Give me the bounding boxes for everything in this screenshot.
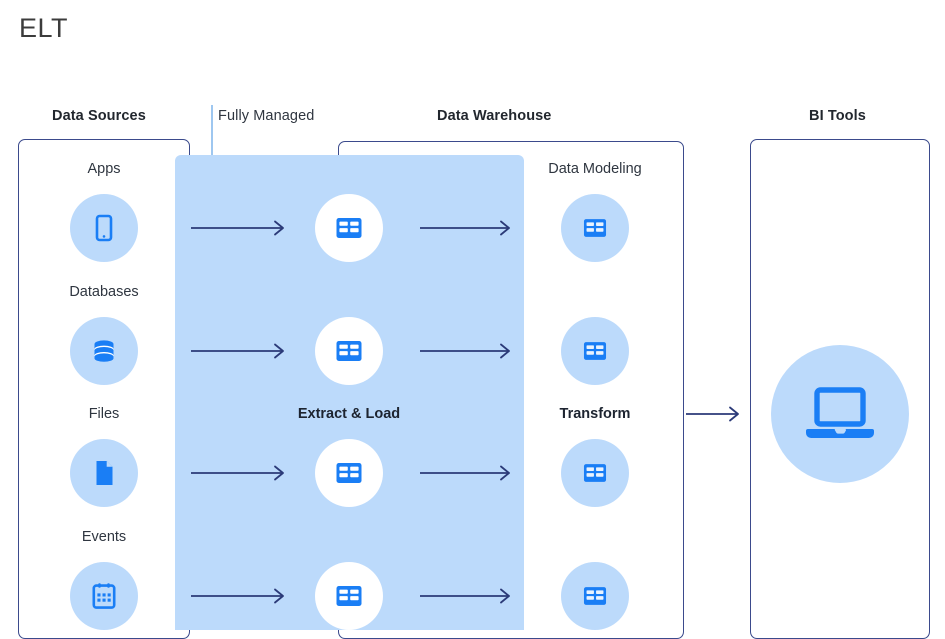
- calendar-icon: [70, 562, 138, 630]
- table-icon-extract-2: [315, 317, 383, 385]
- mobile-phone-icon: [70, 194, 138, 262]
- laptop-icon: [771, 345, 909, 483]
- arrow-right-7: [420, 464, 515, 482]
- table-icon-warehouse-3: [561, 439, 629, 507]
- table-icon-extract-4: [315, 562, 383, 630]
- table-icon-warehouse-1: [561, 194, 629, 262]
- database-icon: [70, 317, 138, 385]
- item-label-databases: Databases: [69, 284, 139, 300]
- stage-label-transform: Transform: [559, 406, 631, 422]
- arrow-right-1: [191, 219, 289, 237]
- item-label-data-modeling: Data Modeling: [548, 161, 642, 177]
- stage-label-extract-and-load: Extract & Load: [297, 406, 401, 422]
- table-icon-warehouse-2: [561, 317, 629, 385]
- arrow-right-4: [191, 587, 289, 605]
- arrow-right-5: [420, 219, 515, 237]
- arrow-right-6: [420, 342, 515, 360]
- fully-managed-divider: [211, 105, 213, 156]
- section-header-data-sources: Data Sources: [52, 108, 146, 124]
- arrow-right-3: [191, 464, 289, 482]
- item-label-apps: Apps: [87, 161, 121, 177]
- table-icon-warehouse-4: [561, 562, 629, 630]
- arrow-right-8: [420, 587, 515, 605]
- arrow-right-2: [191, 342, 289, 360]
- arrow-right-bi-tools: [686, 405, 744, 423]
- file-document-icon: [70, 439, 138, 507]
- table-icon-extract-3: [315, 439, 383, 507]
- page-title: ELT: [19, 13, 69, 43]
- item-label-files: Files: [88, 406, 120, 422]
- table-icon-extract-1: [315, 194, 383, 262]
- section-header-data-warehouse: Data Warehouse: [437, 108, 552, 124]
- section-header-bi-tools: BI Tools: [809, 108, 866, 124]
- section-header-fully-managed: Fully Managed: [218, 108, 315, 124]
- item-label-events: Events: [81, 529, 127, 545]
